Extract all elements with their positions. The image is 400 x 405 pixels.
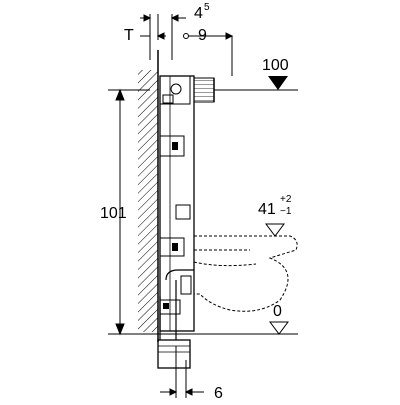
- dim-bowl-level: [265, 223, 285, 237]
- toilet-bowl: [193, 235, 298, 312]
- dim-bowl-level-minus: −1: [280, 206, 292, 217]
- dim-height-value: 101: [100, 205, 127, 222]
- dim-bowl-level-plus: +2: [280, 194, 292, 205]
- dim-top: [140, 14, 234, 76]
- installation-frame: [159, 75, 195, 332]
- wall: [138, 50, 159, 342]
- dim-top-spacing: 9: [198, 27, 207, 44]
- dim-floor-level: [269, 321, 289, 335]
- dim-top-thickness: T: [124, 27, 134, 44]
- dim-height: [108, 88, 150, 336]
- dim-bottom: [160, 346, 204, 398]
- drain-pipe: [157, 269, 194, 369]
- dim-bottom-value: 6: [214, 385, 223, 400]
- dim-top-offset-base: 4: [194, 5, 203, 22]
- dim-floor-level-value: 0: [273, 303, 282, 320]
- dim-level-top-value: 100: [262, 57, 289, 74]
- dim-bowl-level-base: 41: [258, 201, 276, 218]
- dim-top-offset-sup: 5: [204, 2, 210, 13]
- supply-pipe: [193, 77, 215, 103]
- dim-level-top: [214, 76, 298, 91]
